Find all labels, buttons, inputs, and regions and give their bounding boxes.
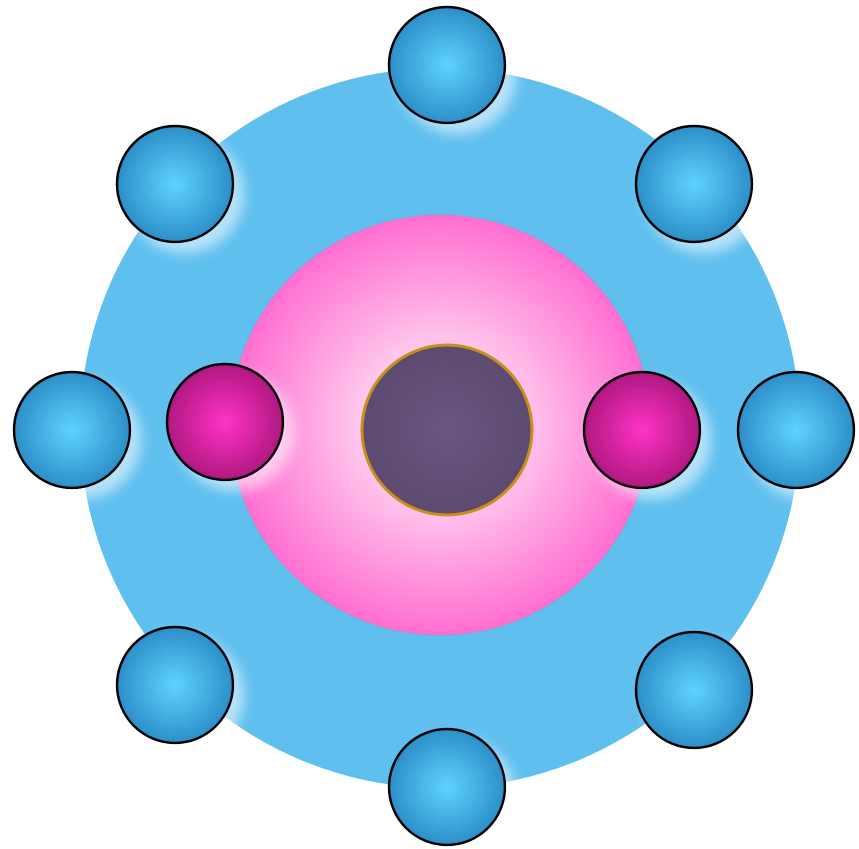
outer-electron [117, 126, 233, 242]
outer-electron [117, 627, 233, 743]
inner-electron [167, 364, 283, 480]
outer-electron [738, 372, 854, 488]
inner-electron [584, 372, 700, 488]
outer-electron [14, 372, 130, 488]
outer-electron [636, 632, 752, 748]
outer-electron [389, 729, 505, 845]
outer-electron [389, 7, 505, 123]
outer-electron [636, 126, 752, 242]
nucleus [362, 345, 532, 515]
